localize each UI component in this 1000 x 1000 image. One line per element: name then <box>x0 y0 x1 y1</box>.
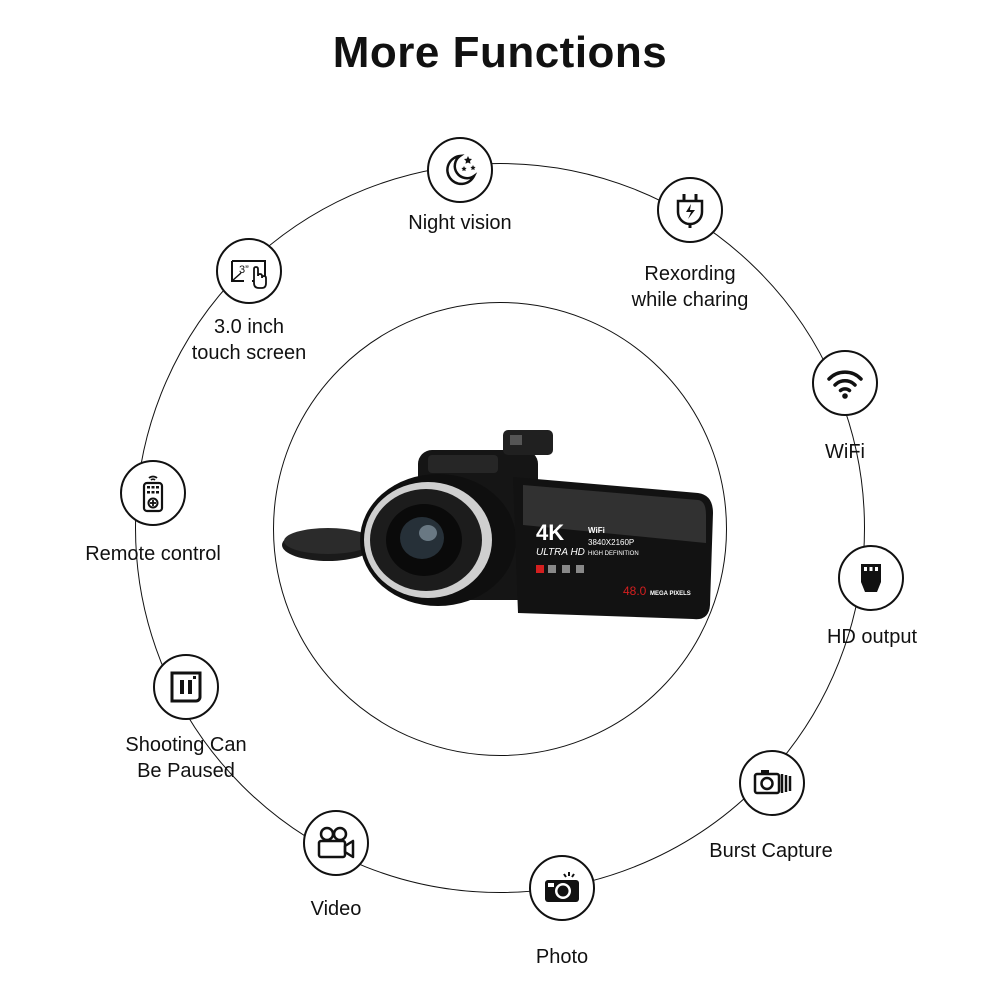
burst-capture-feature <box>739 750 805 816</box>
pause-icon <box>170 671 202 703</box>
plug-icon <box>676 194 704 228</box>
video-camera-icon <box>317 826 355 859</box>
pause-label: Shooting Can Be Paused <box>125 734 247 782</box>
touch-screen-badge: 3” <box>239 264 249 276</box>
video-label: Video <box>310 898 362 920</box>
camera-mp-text: 48.0 <box>623 584 647 598</box>
camera-icon <box>545 872 579 902</box>
moon-stars-icon <box>446 154 478 186</box>
pause-feature <box>153 654 219 720</box>
recording-charging-label: Rexording while charing <box>631 263 749 311</box>
wifi-label: WiFi <box>825 441 865 463</box>
outer-ring <box>135 163 865 893</box>
recording-charging-feature <box>657 177 723 243</box>
camera-def-text: HIGH DEFINITION <box>588 551 639 557</box>
touch-screen-feature: 3” <box>216 238 282 304</box>
page-title: More Functions <box>332 28 668 77</box>
photo-label: Photo <box>535 946 589 968</box>
burst-capture-label: Burst Capture <box>709 840 833 862</box>
remote-control-feature <box>120 460 186 526</box>
remote-control-icon <box>142 475 164 513</box>
camera-res-text: 3840X2160P <box>588 538 634 547</box>
camcorder-image: 4K ULTRA HD WiFi 3840X2160P HIGH DEFINIT… <box>282 430 713 620</box>
camera-ultrahd-text: ULTRA HD <box>536 547 585 558</box>
camera-wifi-text: WiFi <box>588 526 605 535</box>
touch-screen-icon: 3” <box>231 260 267 289</box>
camera-megapixels-text: MEGA PIXELS <box>650 591 691 597</box>
inner-ring <box>273 302 727 756</box>
wifi-feature <box>812 350 878 416</box>
touch-screen-label: 3.0 inch touch screen <box>191 316 307 364</box>
night-vision-label: Night vision <box>408 212 512 234</box>
hd-output-feature <box>838 545 904 611</box>
wifi-icon <box>827 370 863 399</box>
video-feature <box>303 810 369 876</box>
photo-feature <box>529 855 595 921</box>
hd-output-label: HD output <box>826 626 918 648</box>
remote-control-label: Remote control <box>85 543 221 565</box>
night-vision-feature <box>427 137 493 203</box>
hdmi-icon <box>861 564 881 592</box>
burst-camera-icon <box>753 770 792 795</box>
camera-4k-text: 4K <box>536 520 564 545</box>
